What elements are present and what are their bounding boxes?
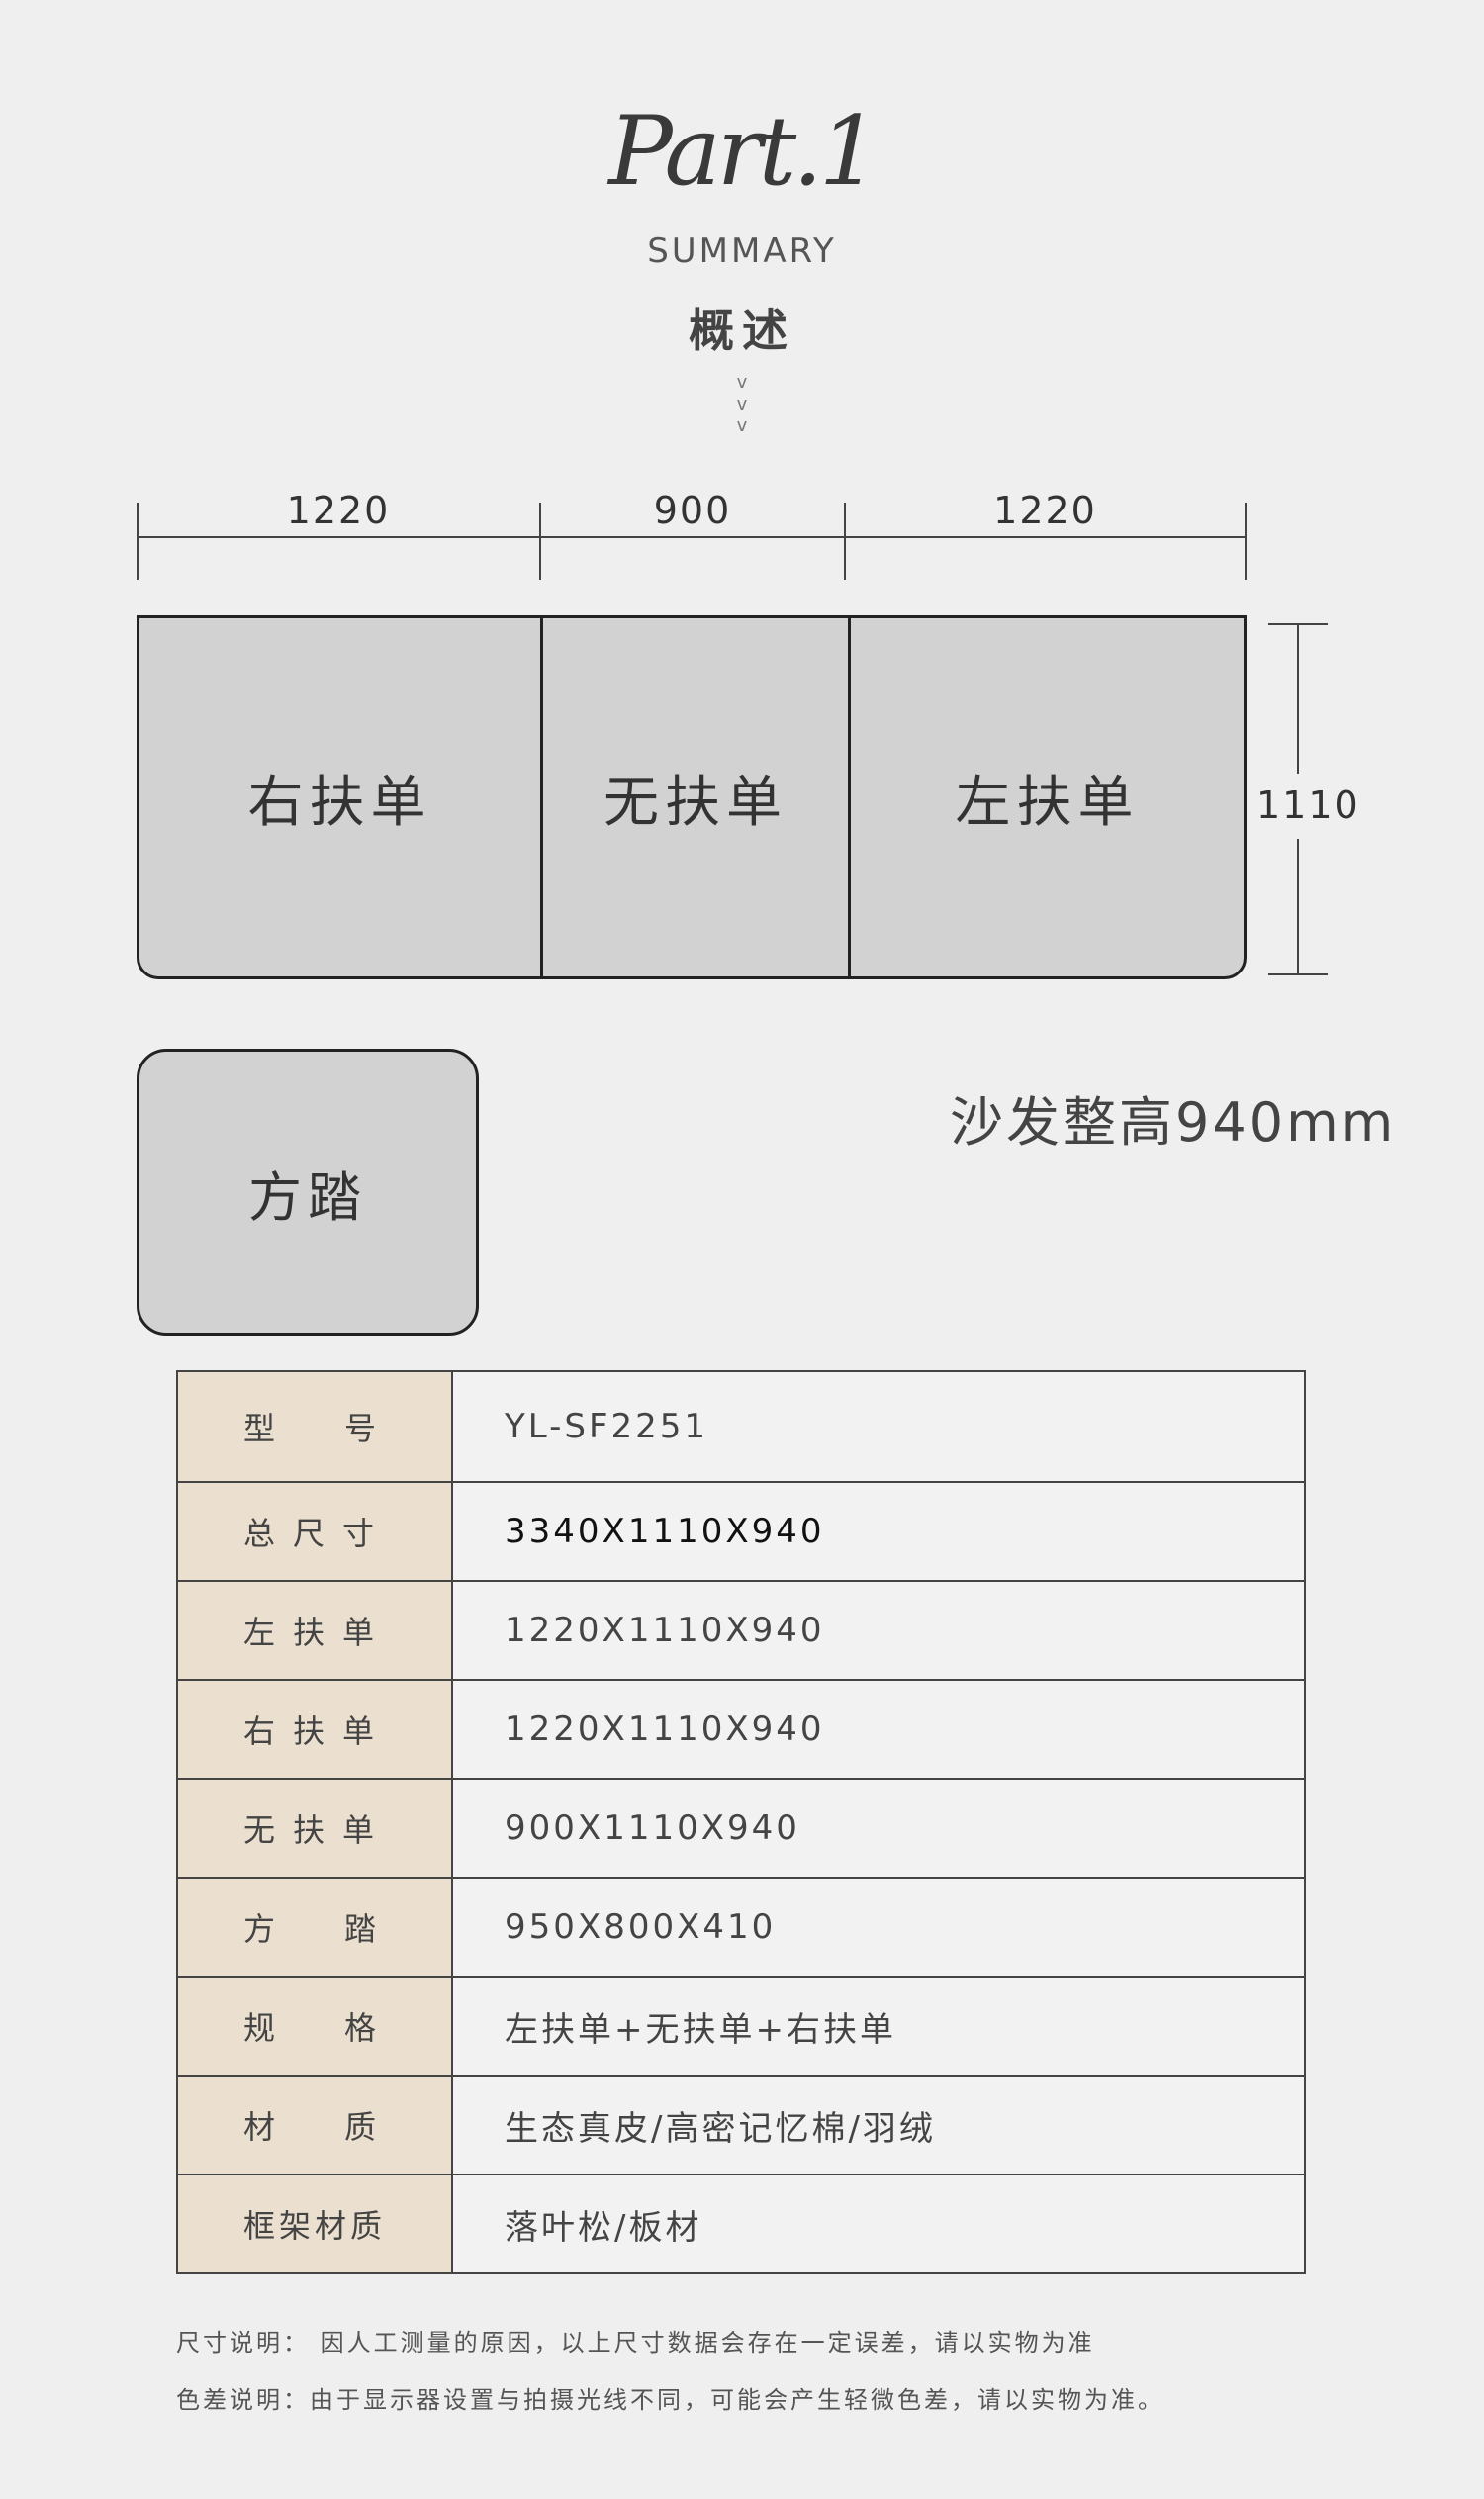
overview-heading: 概述	[689, 304, 795, 357]
depth-dimension-line	[1297, 623, 1299, 774]
table-row: 方踏 950X800X410	[176, 1877, 1306, 1978]
table-row: 左扶单 1220X1110X940	[176, 1580, 1306, 1681]
chevron-down-icon: v	[736, 372, 748, 393]
spec-value: YL-SF2251	[451, 1370, 1306, 1483]
dimension-tick	[137, 503, 139, 580]
segment-armless: 无扶单	[540, 618, 848, 976]
chevron-down-icon: v	[736, 416, 748, 436]
spec-label: 型号	[176, 1370, 453, 1483]
dimension-tick	[539, 503, 541, 580]
spec-label: 材质	[176, 2075, 453, 2175]
table-row: 材质 生态真皮/高密记忆棉/羽绒	[176, 2075, 1306, 2175]
spec-label: 方踏	[176, 1877, 453, 1978]
part-title: Part.1	[608, 96, 880, 207]
table-row: 规格 左扶单+无扶单+右扶单	[176, 1976, 1306, 2077]
width-label-left: 1220	[286, 489, 391, 532]
spec-label: 框架材质	[176, 2174, 453, 2274]
segment-right-arm: 右扶单	[247, 770, 432, 835]
dimension-tick	[844, 503, 846, 580]
size-note: 尺寸说明： 因人工测量的原因，以上尺寸数据会存在一定误差，请以实物为准	[176, 2329, 1095, 2357]
table-row: 总尺寸 3340X1110X940	[176, 1481, 1306, 1582]
summary-heading: SUMMARY	[647, 231, 837, 271]
width-dimension-line	[137, 536, 1247, 538]
spec-value: 3340X1110X940	[451, 1481, 1306, 1582]
spec-label: 规格	[176, 1976, 453, 2077]
sofa-height-note: 沙发整高940mm	[950, 1091, 1397, 1154]
spec-value: 左扶单+无扶单+右扶单	[451, 1976, 1306, 2077]
table-row: 右扶单 1220X1110X940	[176, 1679, 1306, 1780]
spec-label: 左扶单	[176, 1580, 453, 1681]
spec-value: 1220X1110X940	[451, 1679, 1306, 1780]
width-label-middle: 900	[653, 489, 732, 532]
dimension-tick	[1245, 503, 1247, 580]
table-row: 无扶单 900X1110X940	[176, 1778, 1306, 1879]
table-row: 型号 YL-SF2251	[176, 1370, 1306, 1483]
depth-label: 1110	[1256, 784, 1360, 827]
table-row: 框架材质 落叶松/板材	[176, 2174, 1306, 2274]
spec-table: 型号 YL-SF2251 总尺寸 3340X1110X940 左扶单 1220X…	[176, 1370, 1306, 2274]
spec-value: 落叶松/板材	[451, 2174, 1306, 2274]
spec-value: 1220X1110X940	[451, 1580, 1306, 1681]
spec-label: 无扶单	[176, 1778, 453, 1879]
spec-value: 生态真皮/高密记忆棉/羽绒	[451, 2075, 1306, 2175]
spec-value: 950X800X410	[451, 1877, 1306, 1978]
sofa-diagram: 右扶单 无扶单 左扶单	[137, 615, 1247, 979]
chevron-down-icon: v	[736, 394, 748, 415]
spec-label: 总尺寸	[176, 1481, 453, 1582]
spec-label: 右扶单	[176, 1679, 453, 1780]
depth-dimension-line	[1297, 839, 1299, 975]
ottoman-diagram: 方踏	[137, 1049, 479, 1336]
spec-value: 900X1110X940	[451, 1778, 1306, 1879]
color-note: 色差说明：由于显示器设置与拍摄光线不同，可能会产生轻微色差，请以实物为准。	[176, 2386, 1164, 2414]
segment-left-arm: 左扶单	[848, 618, 1244, 976]
width-label-right: 1220	[993, 489, 1097, 532]
